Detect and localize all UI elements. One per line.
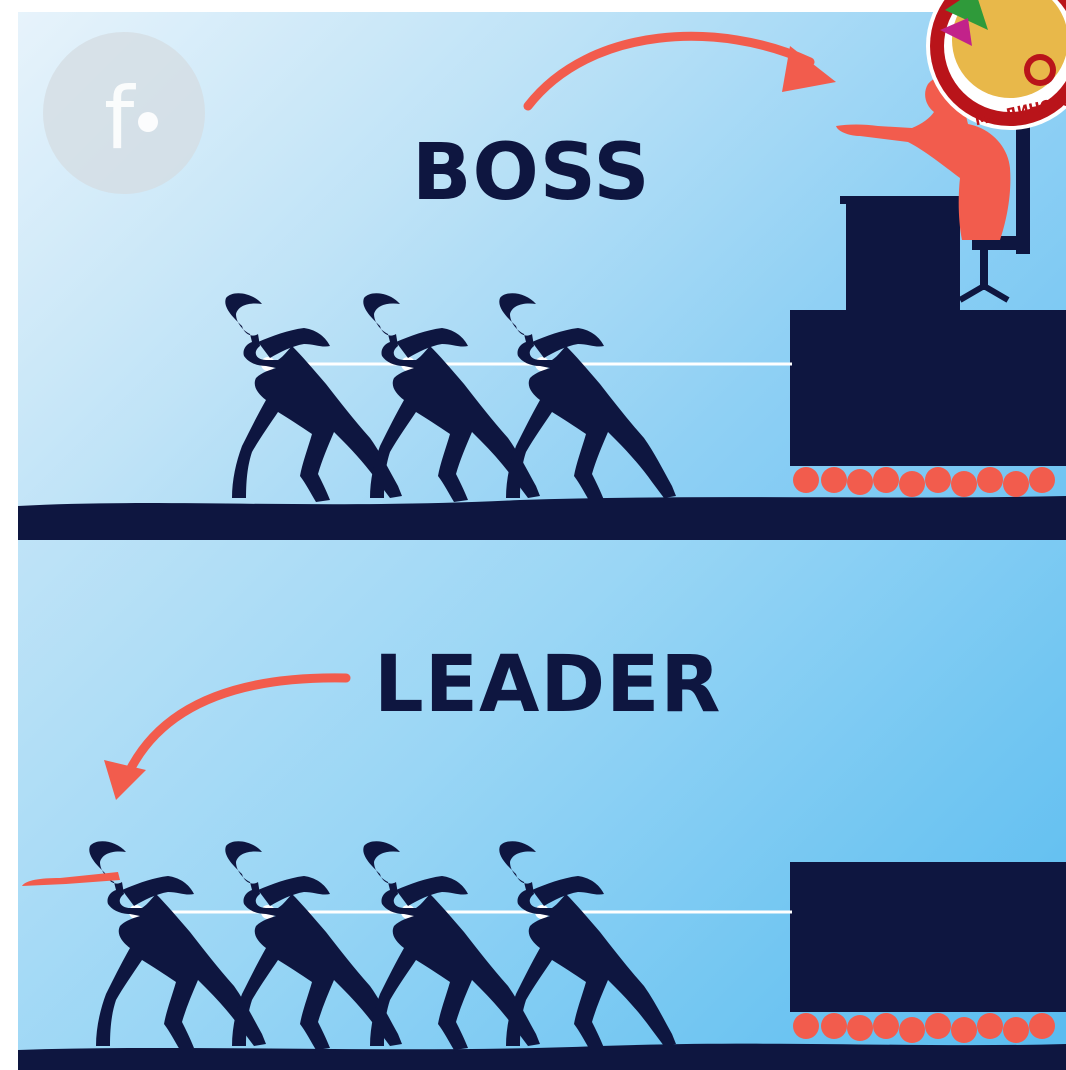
- boss-figure: [836, 74, 1011, 240]
- arrow-to-leader-icon: [104, 673, 351, 800]
- leader-title: LEADER: [374, 640, 722, 730]
- boss-title: BOSS: [412, 128, 651, 218]
- leader-platform: [790, 862, 1066, 1043]
- arrow-to-boss-icon: [523, 31, 836, 111]
- brand-f-logo-icon: f: [43, 32, 205, 194]
- emblem-badge: [926, 0, 1066, 130]
- ground-top: [18, 496, 1066, 540]
- ground-bottom: [18, 1043, 1066, 1070]
- leader-figure: [22, 841, 266, 1050]
- boss-platform: [790, 120, 1066, 497]
- svg-text:f: f: [104, 69, 136, 169]
